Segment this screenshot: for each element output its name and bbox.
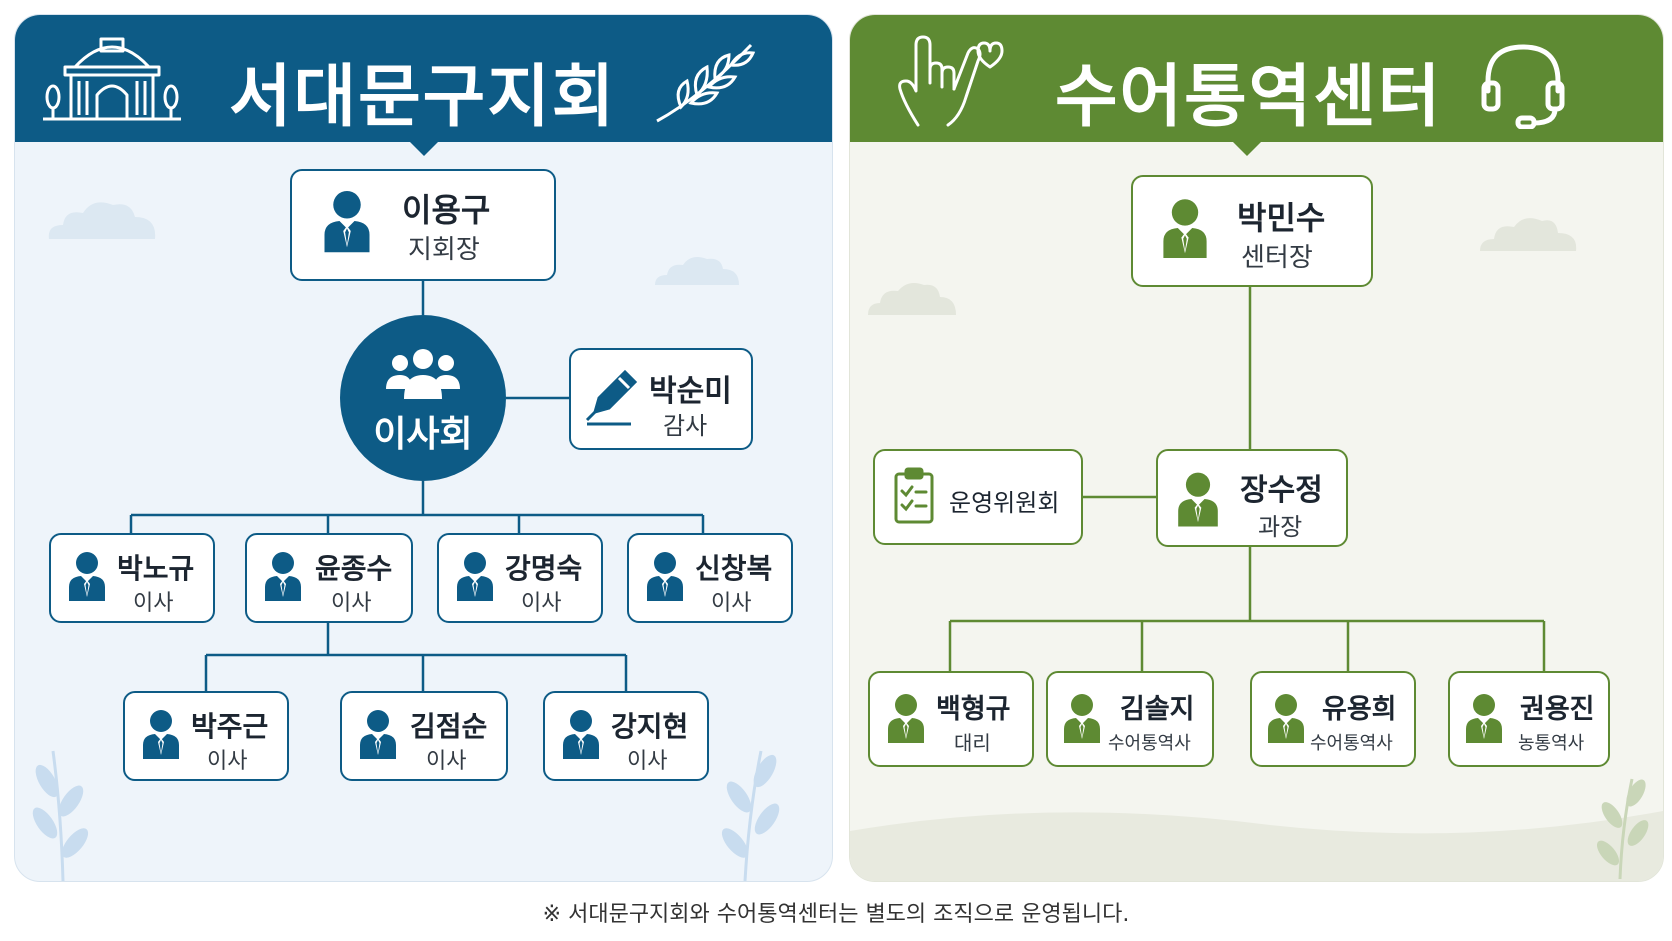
right-header: 수어통역센터 — [850, 15, 1663, 142]
cloud-decoration — [1480, 218, 1577, 251]
staff-card: 권용진 농통역사 — [1448, 671, 1610, 767]
pen-icon — [585, 369, 638, 426]
board-circle: 이사회 — [340, 315, 506, 481]
leaf-branch-icon — [656, 43, 756, 123]
person-name: 김솔지 — [1120, 694, 1195, 725]
director-card: 신창복 이사 — [627, 533, 793, 623]
group-icon — [386, 349, 460, 399]
person-role: 지회장 — [408, 235, 480, 265]
plant-decoration — [721, 750, 780, 881]
person-role: 센터장 — [1241, 243, 1313, 273]
person-icon — [1268, 694, 1304, 743]
person-icon — [1466, 694, 1502, 743]
seodaemun-branch-panel: 서대문구지회 이용구 지회장 — [14, 14, 833, 882]
operating-committee-card: 운영위원회 — [873, 449, 1083, 545]
plant-decoration — [1596, 778, 1649, 879]
person-role: 이사 — [711, 591, 752, 616]
headset-icon — [1481, 44, 1565, 129]
committee-label: 운영위원회 — [949, 489, 1060, 517]
person-name: 신창복 — [695, 552, 773, 585]
person-name: 장수정 — [1240, 473, 1323, 508]
cloud-decoration — [655, 257, 739, 285]
sign-language-center-panel: 수어통역센터 박민수 센터장 운영위원회 장수정 과장 — [849, 14, 1664, 882]
footnote: ※ 서대문구지회와 수어통역센터는 별도의 조직으로 운영됩니다. — [542, 902, 1130, 927]
person-icon — [647, 552, 683, 601]
person-name: 이용구 — [402, 191, 491, 229]
left-header-pointer — [410, 142, 438, 156]
director-card: 윤종수 이사 — [245, 533, 413, 623]
person-icon — [1178, 472, 1218, 527]
right-title: 수어통역센터 — [1055, 58, 1443, 137]
right-connector-lines — [948, 287, 1546, 673]
clipboard-icon — [894, 467, 934, 524]
plant-decoration — [32, 750, 89, 881]
director-card: 강지현 이사 — [543, 691, 709, 781]
person-name: 강지현 — [611, 710, 689, 743]
right-header-pointer — [1233, 142, 1261, 156]
person-role: 이사 — [207, 749, 248, 774]
person-name: 김점순 — [410, 710, 488, 743]
person-icon — [360, 710, 396, 759]
staff-card: 김솔지 수어통역사 — [1046, 671, 1214, 767]
person-name: 박주근 — [191, 710, 269, 743]
person-role: 이사 — [331, 591, 372, 616]
sign-language-heart-icon — [898, 35, 1004, 127]
person-name: 유용희 — [1322, 694, 1397, 725]
person-role: 대리 — [954, 731, 991, 755]
hills-decoration — [850, 811, 1663, 881]
left-connector-lines — [129, 281, 705, 691]
person-icon — [265, 552, 301, 601]
person-name: 권용진 — [1520, 694, 1595, 725]
board-label: 이사회 — [373, 414, 473, 455]
director-card: 강명숙 이사 — [437, 533, 603, 623]
person-icon — [1064, 694, 1100, 743]
auditor-card: 박순미 감사 — [569, 348, 753, 450]
branch-head-card: 이용구 지회장 — [290, 169, 556, 281]
person-name: 박민수 — [1237, 199, 1326, 237]
person-name: 백형규 — [936, 694, 1011, 725]
person-role: 이사 — [627, 749, 668, 774]
building-icon — [43, 37, 181, 121]
center-head-card: 박민수 센터장 — [1131, 175, 1373, 287]
director-card: 박노규 이사 — [49, 533, 215, 623]
manager-card: 장수정 과장 — [1156, 449, 1348, 547]
person-icon — [143, 710, 179, 759]
staff-card: 유용희 수어통역사 — [1250, 671, 1416, 767]
person-name: 윤종수 — [315, 552, 393, 585]
person-role: 이사 — [426, 749, 467, 774]
person-role: 수어통역사 — [1310, 733, 1393, 754]
staff-card: 백형규 대리 — [868, 671, 1034, 767]
person-name: 강명숙 — [505, 552, 583, 585]
person-icon — [457, 552, 493, 601]
person-role: 이사 — [521, 591, 562, 616]
person-role: 이사 — [133, 591, 174, 616]
left-title: 서대문구지회 — [229, 58, 617, 137]
person-icon — [1163, 199, 1207, 258]
director-card: 김점순 이사 — [340, 691, 508, 781]
left-header: 서대문구지회 — [15, 15, 832, 142]
person-role: 감사 — [663, 412, 708, 440]
cloud-decoration — [868, 283, 956, 315]
person-role: 과장 — [1258, 513, 1303, 541]
person-name: 박노규 — [117, 552, 195, 585]
person-icon — [324, 191, 370, 253]
person-icon — [69, 552, 105, 601]
person-icon — [888, 694, 924, 743]
director-card: 박주근 이사 — [123, 691, 289, 781]
person-role: 농통역사 — [1518, 733, 1585, 754]
person-role: 수어통역사 — [1108, 733, 1191, 754]
person-icon — [563, 710, 599, 759]
person-name: 박순미 — [649, 374, 732, 409]
cloud-decoration — [48, 202, 156, 239]
